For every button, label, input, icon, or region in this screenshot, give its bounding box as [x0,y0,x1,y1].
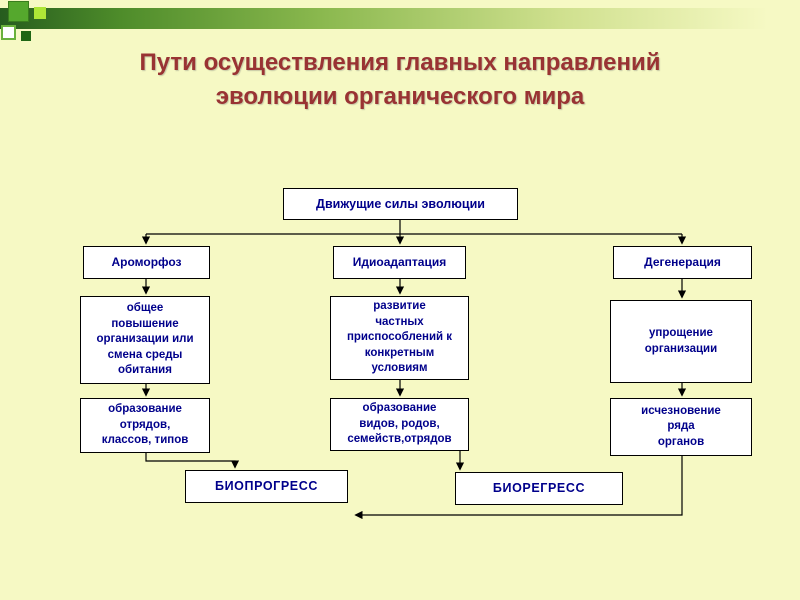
node-bioprogress: БИОПРОГРЕСС [185,470,348,503]
decor-square-3 [1,25,16,40]
node-degeneration-result: исчезновение ряда органов [610,398,752,456]
arrow-aromorphosis-result-to-bioprogress [145,453,240,469]
node-degeneration-desc: упрощение организации [610,300,752,383]
node-idioadaptation-result: образование видов, родов, семейств,отряд… [330,398,469,451]
node-aromorphosis-result: образование отрядов, классов, типов [80,398,210,453]
node-idioadaptation: Идиоадаптация [333,246,466,279]
node-aromorphosis: Ароморфоз [83,246,210,279]
node-driving-forces: Движущие силы эволюции [283,188,518,220]
node-degeneration: Дегенерация [613,246,752,279]
node-aromorphosis-desc: общее повышение организации или смена ср… [80,296,210,384]
title-line-2: эволюции органического мира [215,82,585,110]
node-idioadaptation-desc: развитие частных приспособлений к конкре… [330,296,469,380]
header-gradient-bar [0,8,800,29]
decor-square-1 [8,1,29,22]
slide-title: Пути осуществления главных направлений э… [0,46,800,113]
title-line-1: Пути осуществления главных направлений [139,49,661,76]
decor-square-4 [21,31,31,41]
decor-square-2 [34,7,46,19]
arrow-degeneration-result-to-bioprogress [354,456,683,520]
node-bioregress: БИОРЕГРЕСС [455,472,623,505]
